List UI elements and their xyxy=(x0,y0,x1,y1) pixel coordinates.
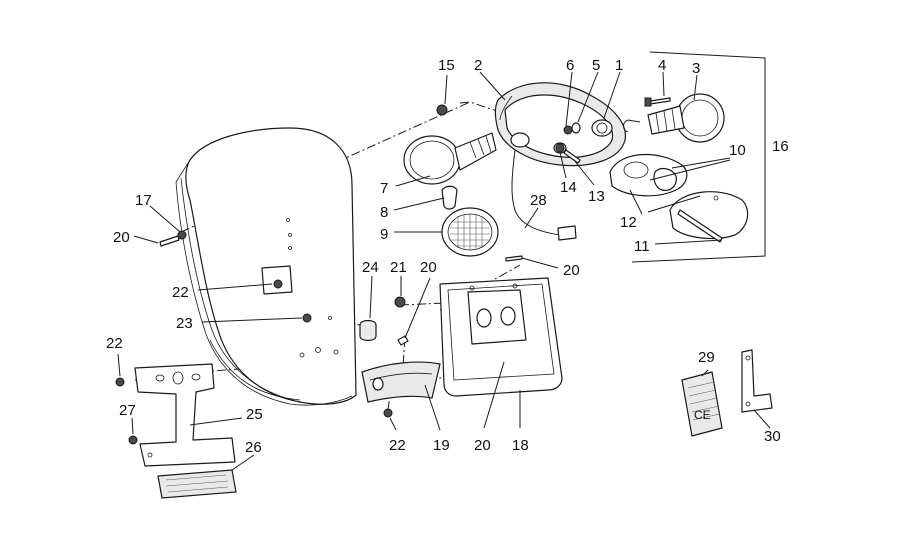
label-22: 22 xyxy=(106,335,123,352)
housing-fasteners xyxy=(555,122,581,164)
label-22: 22 xyxy=(389,437,406,454)
label-22: 22 xyxy=(172,284,189,301)
tail-lens xyxy=(669,191,749,240)
side-reflector: CE xyxy=(681,371,723,437)
label-13: 13 xyxy=(588,188,605,205)
label-20: 20 xyxy=(113,229,130,246)
screw-11 xyxy=(677,209,723,243)
label-20: 20 xyxy=(420,259,437,276)
left-indicator xyxy=(403,132,497,185)
label-4: 4 xyxy=(658,57,666,74)
label-30: 30 xyxy=(764,428,781,445)
rear-reflector xyxy=(157,469,237,499)
part-labels: 15 2 6 5 1 4 3 10 16 7 14 13 12 8 28 9 1… xyxy=(106,57,789,456)
label-14: 14 xyxy=(560,179,577,196)
label-24: 24 xyxy=(362,259,379,276)
label-27: 27 xyxy=(119,402,136,419)
label-15: 15 xyxy=(438,57,455,74)
label-8: 8 xyxy=(380,204,388,221)
label-1: 1 xyxy=(615,57,623,74)
lower-bracket xyxy=(134,363,236,467)
group-bracket-16 xyxy=(631,51,766,263)
reflector-bracket xyxy=(741,349,773,413)
indicator-bulb xyxy=(441,185,458,210)
label-21: 21 xyxy=(390,259,407,276)
label-28: 28 xyxy=(530,192,547,209)
label-2: 2 xyxy=(474,57,482,74)
tail-light-housing xyxy=(494,82,627,241)
svg-text:CE: CE xyxy=(694,408,711,422)
label-16: 16 xyxy=(772,138,789,155)
label-3: 3 xyxy=(692,60,700,77)
label-20: 20 xyxy=(474,437,491,454)
label-25: 25 xyxy=(246,406,263,423)
tail-lamp-holder xyxy=(609,154,688,197)
leader-lines xyxy=(117,71,771,471)
label-9: 9 xyxy=(380,226,388,243)
right-indicator xyxy=(623,93,725,143)
label-12: 12 xyxy=(620,214,637,231)
reflector-lens xyxy=(441,207,499,257)
label-26: 26 xyxy=(245,439,262,456)
rear-mudguard xyxy=(175,127,357,406)
label-10: 10 xyxy=(729,142,746,159)
label-11: 11 xyxy=(634,238,650,255)
mudguard-fasteners xyxy=(115,104,523,445)
label-19: 19 xyxy=(433,437,450,454)
label-20: 20 xyxy=(563,262,580,279)
label-6: 6 xyxy=(566,57,574,74)
label-5: 5 xyxy=(592,57,600,74)
license-plate-holder xyxy=(439,277,563,397)
label-18: 18 xyxy=(512,437,529,454)
screw-4 xyxy=(644,97,671,107)
label-23: 23 xyxy=(176,315,193,332)
plate-bracket xyxy=(361,361,441,403)
label-7: 7 xyxy=(380,180,388,197)
label-17: 17 xyxy=(135,192,152,209)
label-29: 29 xyxy=(698,349,715,366)
